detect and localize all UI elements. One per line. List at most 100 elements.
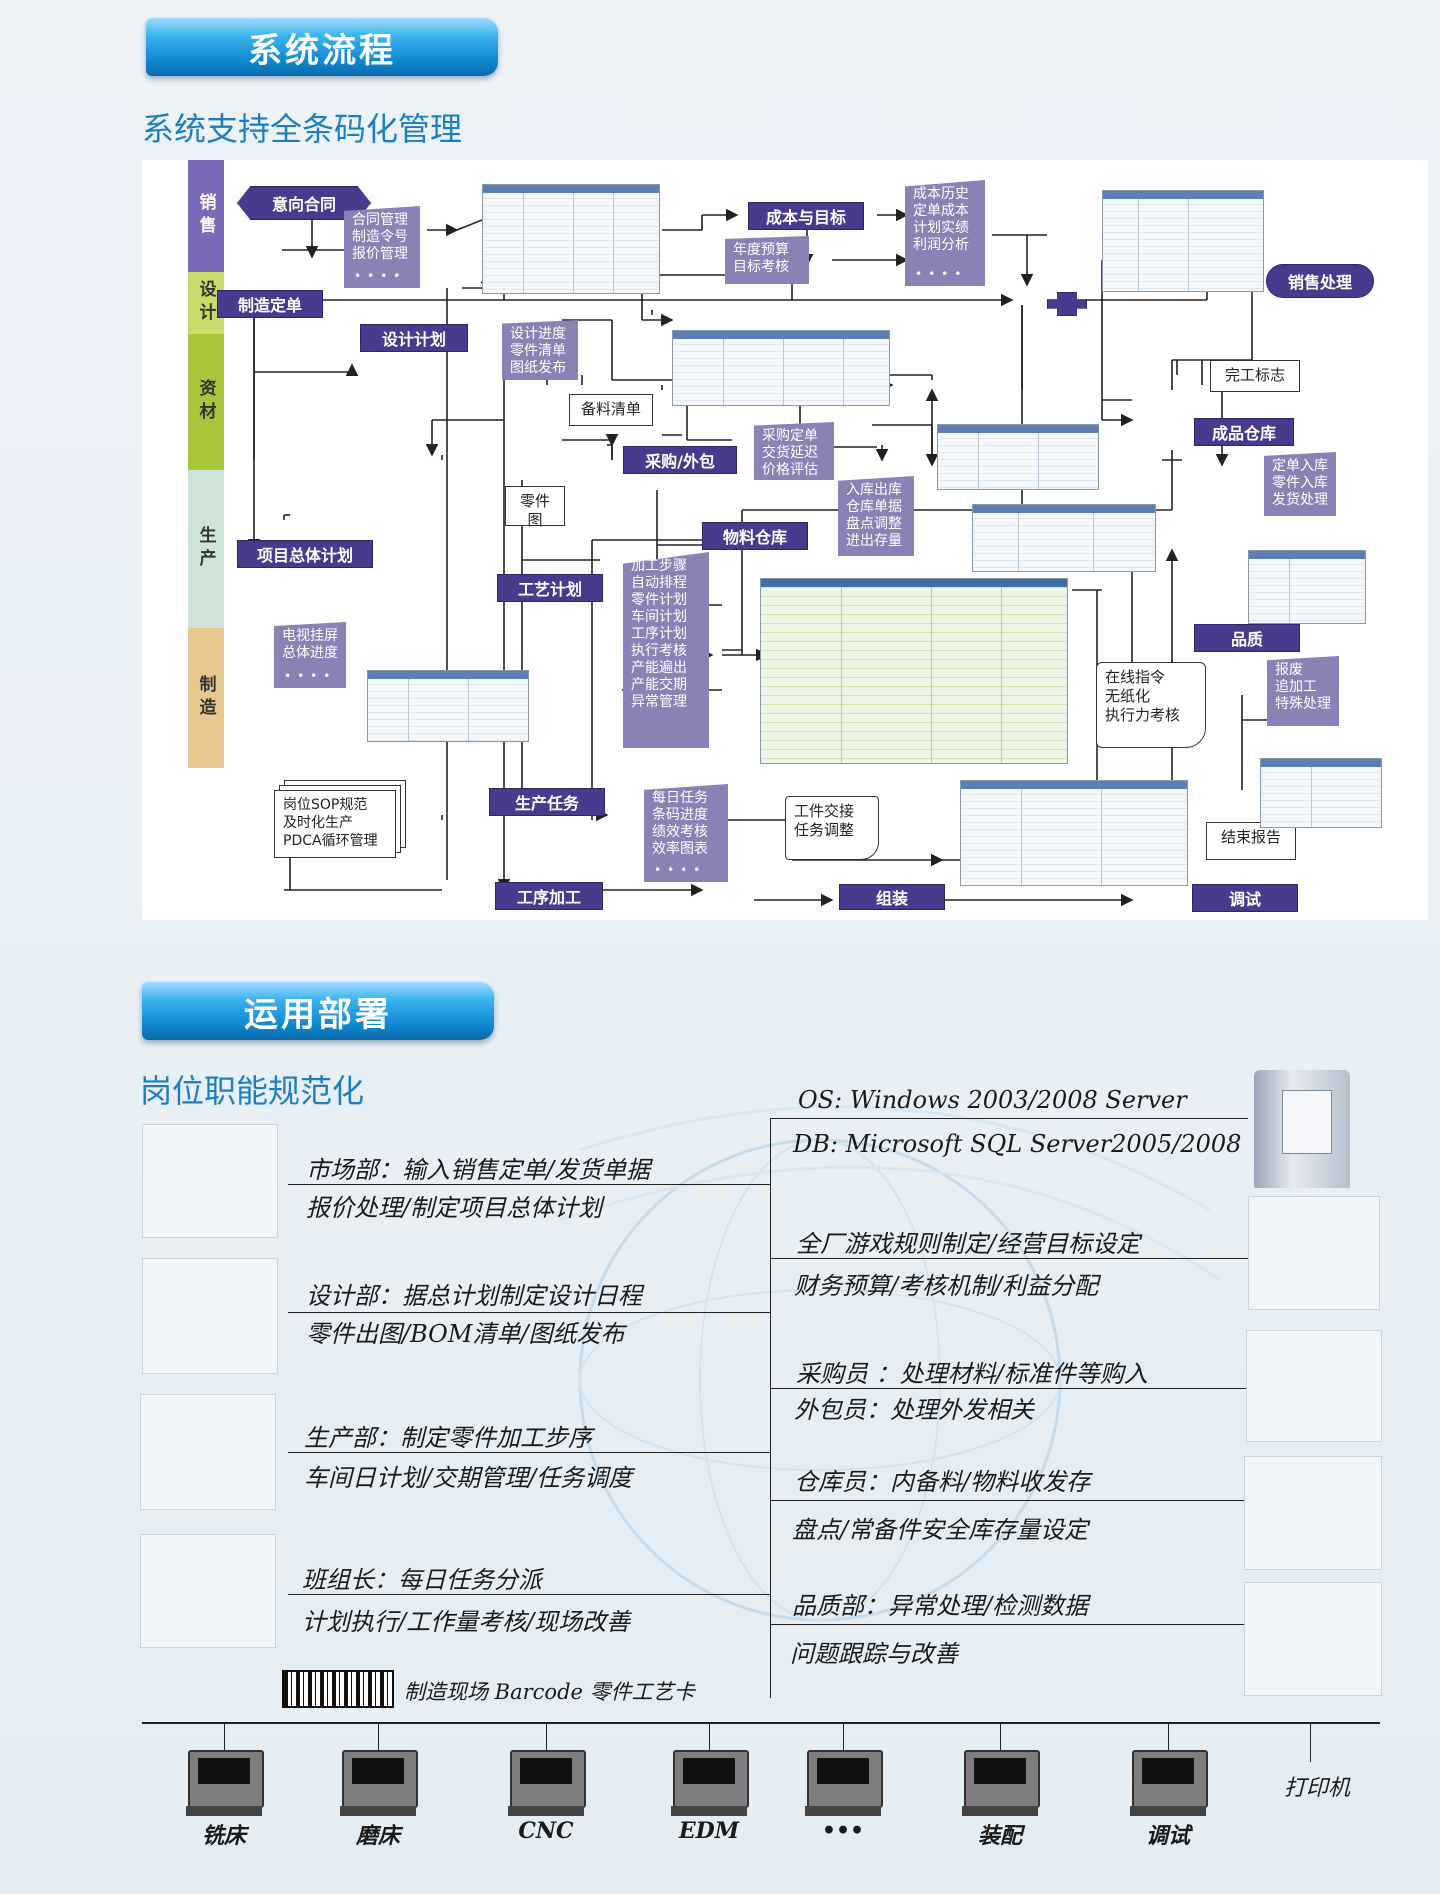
terminal-drop [1000,1722,1001,1750]
node-operation: 工序加工 [495,882,603,910]
section-banner-flow: 系统流程 [146,18,498,76]
node-purchase: 采购/外包 [623,446,737,474]
role-rule [770,1624,1248,1625]
role-rule [770,1258,1248,1259]
purchaser-avatar [1246,1330,1382,1442]
doc-completion: 完工标志 [1210,360,1300,392]
terminal-label: EDM [678,1818,740,1844]
role-line: 零件出图/BOM清单/图纸发布 [306,1320,625,1348]
node-sales-process: 销售处理 [1266,264,1374,298]
printer-drop [1310,1722,1311,1762]
flowchart-panel: 销售 设计 资材 生产 制造 意向合同 制造定单 设计计划 项目总体计划 成本与… [142,160,1428,920]
role-line: 全厂游戏规则制定/经营目标设定 [796,1230,1141,1258]
role-line: 仓库员：内备料/物料收发存 [794,1468,1091,1496]
terminal-label: 调试 [1145,1823,1190,1849]
card-order-in: 定单入库 零件入库 发货处理 [1264,452,1336,516]
terminal-drop [843,1722,844,1750]
barcode-caption: 制造现场 Barcode 零件工艺卡 [404,1680,695,1704]
terminal-drop [378,1722,379,1750]
card-cost-history: 成本历史 定单成本 计划实绩 利润分析•••• [905,180,985,286]
terminal-drop [1168,1722,1169,1750]
role-line: 计划执行/工作量考核/现场改善 [302,1608,631,1636]
role-rule [770,1388,1248,1389]
section-title: 系统流程 [248,30,396,71]
terminal-label: 装配 [977,1823,1022,1849]
doc-parts-drawing: 零件图 [505,486,565,529]
terminal-pc-icon [1130,1750,1208,1816]
node-debug: 调试 [1192,884,1298,912]
screenshot-purchase [937,424,1099,490]
node-process-plan: 工艺计划 [497,574,603,602]
node-finished-store: 成品仓库 [1194,418,1294,446]
role-line: 财务预算/考核机制/利益分配 [794,1272,1099,1300]
doc-bom: 备料清单 [569,394,653,426]
role-line: 报价处理/制定项目总体计划 [306,1194,603,1222]
server-icon [1254,1070,1350,1188]
warehouse-avatar [1244,1456,1382,1570]
screenshot-sales [1102,190,1264,292]
lane-production: 生产 [188,470,224,628]
globe-watermark [559,1105,1220,1622]
card-design-progress: 设计进度 零件清单 图纸发布 [502,320,578,380]
lane-label: 销售 [195,193,216,239]
quality-avatar [1244,1582,1382,1696]
lane-label: 设计 [195,280,216,326]
role-rule [770,1500,1248,1501]
lane-sales: 销售 [188,160,224,272]
doc-sop: 岗位SOP规范 及时化生产 PDCA循环管理 [274,790,396,858]
terminal-label: ••• [821,1818,865,1844]
card-purchase-order: 采购定单 交货延迟 价格评估 [754,422,834,480]
design-avatar [142,1258,278,1374]
card-text: 加工步骤 自动排程 零件计划 车间计划 工序计划 执行考核 产能遍出 产能交期 … [631,558,687,710]
flow-subtitle: 系统支持全条码化管理 [142,110,463,148]
card-text: 采购定单 交货延迟 价格评估 [762,428,818,478]
node-mfg-order: 制造定单 [217,290,323,318]
card-budget: 年度预算 目标考核 [725,236,809,284]
card-dots: •••• [915,267,968,281]
node-design-plan: 设计计划 [360,324,468,352]
center-divider [770,1118,771,1698]
card-text: 设计进度 零件清单 图纸发布 [510,326,566,376]
role-rule [288,1184,770,1185]
lane-label: 制造 [195,675,216,721]
card-text: 每日任务 条码进度 绩效考核 效率图表 [652,790,708,857]
terminal-drop [709,1722,710,1750]
role-rule [288,1312,770,1313]
role-line: 采购员 ：处理材料/标准件等购入 [796,1360,1148,1388]
production-avatar [140,1394,276,1510]
terminal-label: 铣床 [201,1823,246,1849]
role-line: 问题跟踪与改善 [790,1640,958,1668]
terminal-pc-icon [805,1750,883,1816]
doc-online-cmd: 在线指令 无纸化 执行力考核 [1096,662,1206,748]
section-title: 运用部署 [244,994,392,1035]
deploy-subtitle: 岗位职能规范化 [140,1072,365,1110]
role-rule [288,1594,770,1595]
lane-material: 资材 [188,334,224,470]
role-line: 班组长：每日任务分派 [302,1566,542,1594]
card-stock-ops: 入库出库 仓库单据 盘点调整 进出存量 [838,476,914,556]
doc-handover: 工件交接 任务调整 [785,796,879,860]
screenshot-design [672,330,890,406]
role-rule [288,1452,770,1453]
card-daily-task: 每日任务 条码进度 绩效考核 效率图表•••• [644,784,728,882]
role-line: 生产部：制定零件加工步序 [304,1424,592,1452]
screenshot-stock [972,504,1156,572]
screenshot-schedule [367,670,529,742]
card-text: 年度预算 目标考核 [733,242,789,275]
card-text: 合同管理 制造令号 报价管理 [352,212,408,262]
card-tv-screen: 电视挂屏 总体进度•••• [274,622,346,688]
terminal-pc-icon [340,1750,418,1816]
terminal-label: 磨床 [355,1823,400,1849]
terminal-pc-icon [962,1750,1040,1816]
terminal-drop [546,1722,547,1750]
terminal-pc-icon [508,1750,586,1816]
node-assembly: 组装 [839,884,945,910]
terminal-drop [224,1722,225,1750]
role-line: 品质部：异常处理/检测数据 [792,1592,1089,1620]
node-project-plan: 项目总体计划 [237,540,373,568]
card-text: 定单入库 零件入库 发货处理 [1272,458,1328,508]
card-dots: •••• [354,269,407,283]
teamlead-avatar [140,1534,276,1648]
screenshot-dashboard [760,578,1068,764]
server-rule [770,1118,1248,1119]
